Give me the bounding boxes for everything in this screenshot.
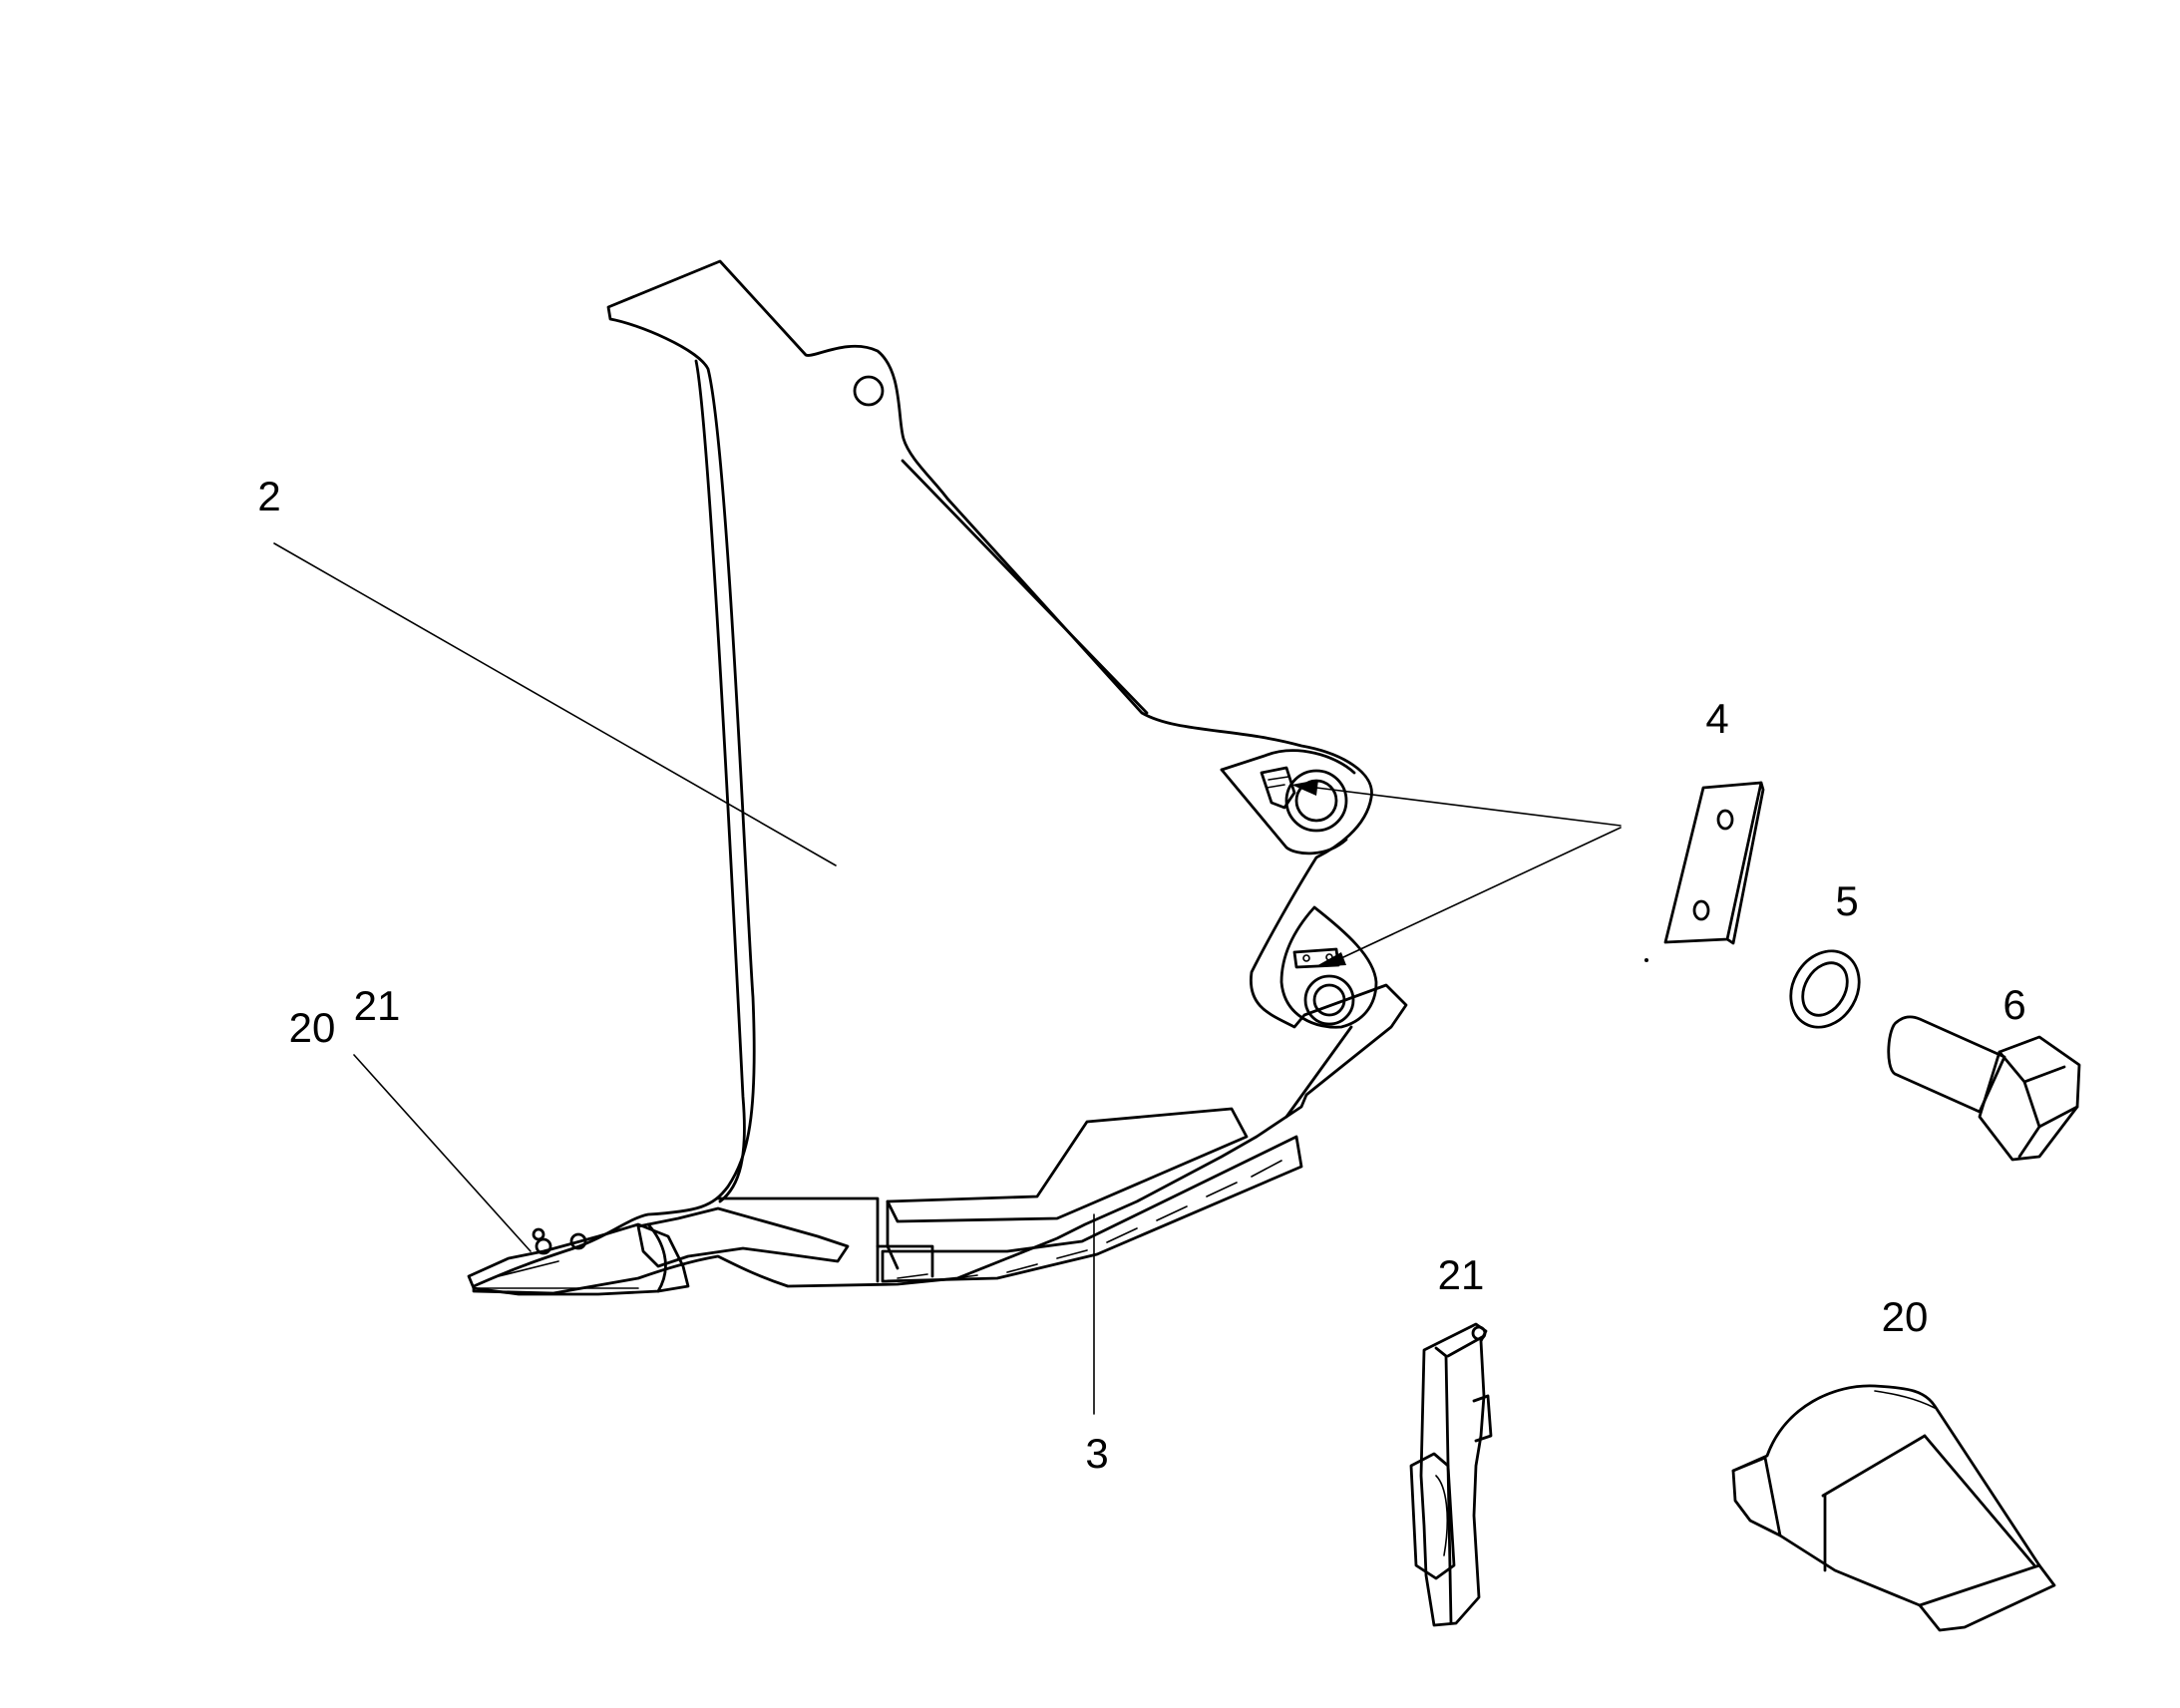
callout-4: 4 xyxy=(1705,695,1728,742)
callout-5: 5 xyxy=(1835,877,1858,924)
bucket-outline xyxy=(472,259,1408,1295)
bolt-part xyxy=(1887,1015,2081,1162)
callout-20-bucket: 20 xyxy=(289,1004,336,1051)
callout-2: 2 xyxy=(257,473,280,519)
callout-20-detail: 20 xyxy=(1882,1293,1929,1340)
adapter-detail-part xyxy=(1409,1322,1493,1627)
bucket-drawing xyxy=(467,259,1408,1296)
callout-6: 6 xyxy=(2002,981,2025,1028)
callout-21-detail: 21 xyxy=(1438,1251,1485,1298)
callout-labels: 2 3 4 5 6 20 21 21 20 xyxy=(257,473,2025,1477)
cutting-edge-outline xyxy=(881,1135,1303,1283)
callout-3: 3 xyxy=(1085,1430,1108,1477)
leader-lines xyxy=(273,542,1622,1415)
callout-21-bucket: 21 xyxy=(354,982,401,1029)
washer-part xyxy=(1789,949,1861,1029)
tooth-detail-part xyxy=(1731,1384,2056,1632)
plate-part xyxy=(1644,781,1765,962)
